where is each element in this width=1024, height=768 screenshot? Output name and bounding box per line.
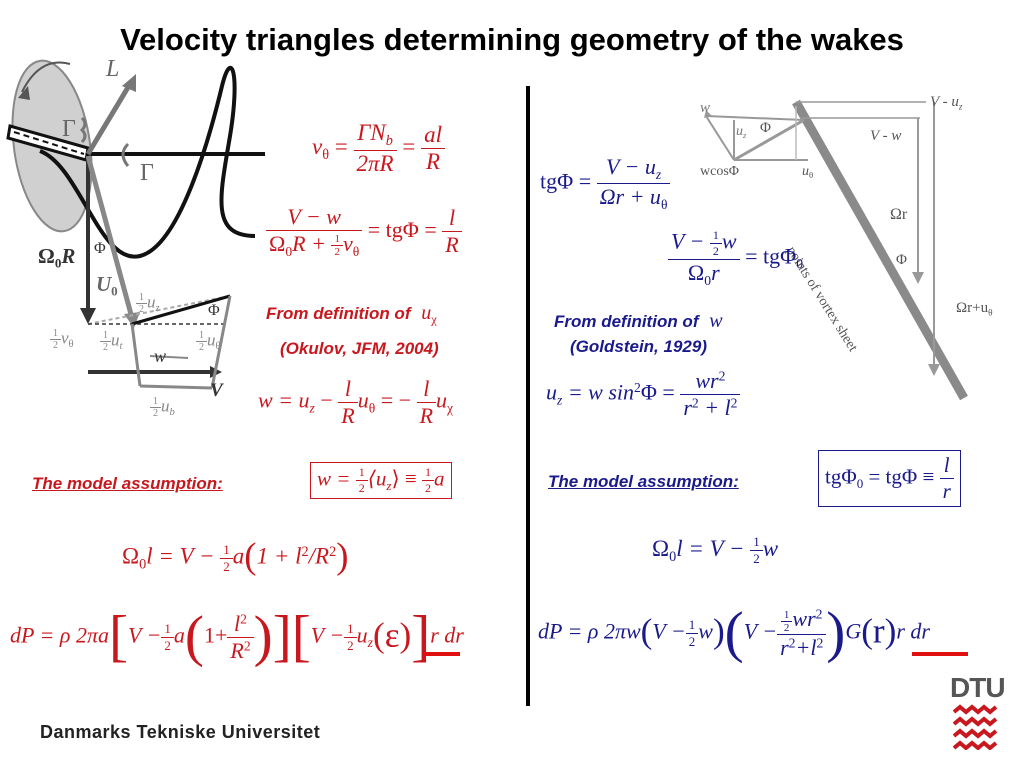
rotation-arrow xyxy=(21,61,71,93)
label-gamma-top: Γ xyxy=(62,116,76,142)
left-assumption-label: The model assumption: xyxy=(32,474,223,493)
label-phi-small: Φ xyxy=(208,302,220,319)
label-utheta-right: uθ xyxy=(802,164,814,181)
label-phi: Φ xyxy=(94,240,106,257)
dtu-logo-mark xyxy=(952,704,998,751)
label-w-left: w xyxy=(154,346,167,366)
label-uz-right: uz xyxy=(736,124,747,141)
left-velocity-diagram xyxy=(6,59,265,390)
label-V-minus-w: V - w xyxy=(870,128,902,144)
label-omega0R: Ω0R xyxy=(38,244,76,271)
wake-helix xyxy=(39,65,256,259)
label-w-right: w xyxy=(700,100,711,116)
left-ref: (Okulov, JFM, 2004) xyxy=(280,339,439,358)
vortex-sheet-line xyxy=(792,99,968,401)
left-underline-mark xyxy=(424,652,460,656)
label-phi2: Φ xyxy=(896,252,907,268)
right-note: From definition of w xyxy=(554,310,723,332)
label-U0: U0 xyxy=(96,272,118,299)
university-name: Danmarks Tekniske Universitet xyxy=(40,722,321,742)
label-phi-right: Φ xyxy=(760,120,771,136)
right-velocity-diagram xyxy=(704,99,968,401)
label-V-minus-uz: V - uz xyxy=(930,94,963,113)
vertical-divider xyxy=(526,86,530,706)
label-V-left: V xyxy=(210,380,223,401)
page-title: Velocity triangles determining geometry … xyxy=(120,22,904,57)
label-gamma-mid: Γ xyxy=(140,160,154,186)
right-underline-mark xyxy=(912,652,968,656)
label-omega-r-u: Ωr+uθ xyxy=(956,300,993,319)
label-omega-r: Ωr xyxy=(890,206,908,223)
dtu-logo-text: DTU xyxy=(950,672,1006,703)
right-ref: (Goldstein, 1929) xyxy=(570,337,707,356)
label-wcos: wcosΦ xyxy=(700,164,740,179)
left-note: From definition of uχ xyxy=(266,302,437,327)
label-L: L xyxy=(106,56,120,82)
dtu-logo: DTU xyxy=(950,672,1006,755)
right-assumption-label: The model assumption: xyxy=(548,472,739,491)
